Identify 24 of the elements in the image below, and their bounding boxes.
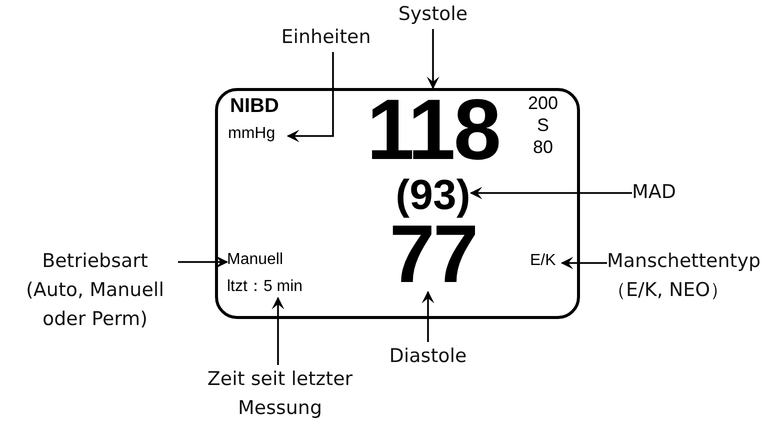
display-screen [215,88,580,319]
callout-label: Systole [388,0,478,29]
diastolic-value: 77 [375,218,491,292]
callout-label: Zeit seit letzter Messung [188,365,372,423]
arrow [422,290,434,342]
screen-title: NIBD [230,95,279,118]
callout-label: Diastole [378,342,478,371]
mean-pressure-value: (93) [395,172,471,218]
callout-label: MAD [632,178,692,207]
arrow [178,256,228,268]
arrow [272,296,284,365]
arrow [470,186,632,200]
callout-label: Einheiten [272,23,380,52]
mode-text: Manuell [227,251,297,273]
unit-text: mmHg [228,125,288,147]
arrow [426,29,440,90]
time-text: ltzt：5 min [227,276,337,298]
arrow [286,52,334,142]
arrow [560,256,607,270]
alarm-limits-text: 200 S 80 [526,92,560,158]
systolic-value: 118 [355,88,511,172]
callout-label: Manschettentyp （E/K, NEO） [607,247,777,305]
callout-label: Betriebsart (Auto, Manuell oder Perm) [12,247,178,335]
cuff-type-text: E/K [530,252,562,274]
